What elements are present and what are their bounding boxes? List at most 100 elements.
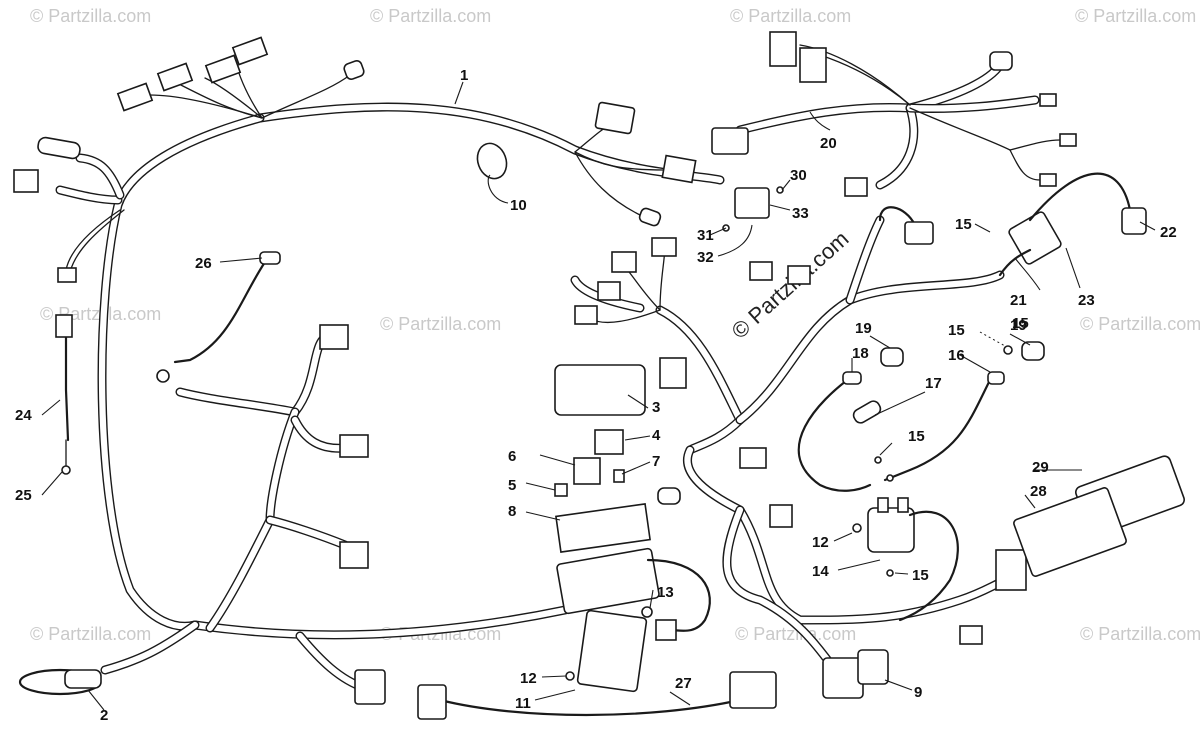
- watermark-center: © Partzilla.com: [727, 226, 854, 344]
- coil-21: [998, 172, 1147, 277]
- watermark-tile: © Partzilla.com: [730, 6, 851, 26]
- callout-13: 13: [657, 584, 674, 601]
- leader-lines: [41, 81, 1156, 711]
- connector-13: [655, 619, 677, 641]
- terminal-20-a: [1039, 93, 1057, 107]
- switch-body: [822, 657, 864, 699]
- callout-16: 16: [948, 347, 965, 364]
- connector-m7: [769, 504, 793, 528]
- callout-22: 22: [1160, 224, 1177, 241]
- callout-5: 5: [508, 477, 516, 494]
- nut-15: [1003, 345, 1013, 355]
- cable-26: [156, 251, 369, 569]
- callout-6: 6: [508, 448, 516, 465]
- callout-20: 20: [820, 135, 837, 152]
- cables-16-18: [797, 341, 1045, 492]
- connector-top-center: [594, 101, 636, 135]
- screw-12b: [565, 671, 575, 681]
- callout-24: 24: [15, 407, 32, 424]
- ring-terminal-26: [156, 369, 170, 383]
- connector-20-c: [711, 127, 749, 155]
- connector-24-plug: [55, 314, 73, 338]
- connector-m10: [787, 265, 811, 285]
- fuse-7: [613, 469, 625, 483]
- relay-body: [734, 187, 770, 219]
- solenoid-14: [852, 497, 959, 622]
- connector-m1: [611, 251, 637, 273]
- callout-8: 8: [508, 503, 516, 520]
- callout-15-c: 15: [908, 428, 925, 445]
- callout-4: 4: [652, 427, 661, 444]
- callout-11: 11: [515, 695, 531, 712]
- relay-6: [573, 457, 601, 485]
- cap-m: [657, 487, 681, 505]
- callout-10: 10: [510, 197, 527, 214]
- callout-15-b: 15: [948, 322, 965, 339]
- boot-19-right: [1021, 341, 1045, 361]
- connector-27-right: [729, 671, 777, 709]
- callout-25: 25: [15, 487, 32, 504]
- connector-left: [13, 169, 39, 193]
- harness-20: [711, 31, 1077, 197]
- callout-33: 33: [792, 205, 809, 222]
- fuse-panel-8: [555, 503, 651, 553]
- cap-22: [1121, 207, 1147, 235]
- connector-24-top: [57, 267, 77, 283]
- connector-m5: [659, 357, 687, 389]
- fuse-5: [554, 483, 568, 497]
- watermark-tile: © Partzilla.com: [1080, 314, 1200, 334]
- solenoid-post-2: [897, 497, 909, 513]
- ecu-28-29: [1013, 455, 1185, 577]
- relay-4: [594, 429, 624, 455]
- ecu-28: [1013, 487, 1127, 577]
- terminal-20-c: [1039, 173, 1057, 187]
- connector-2: [64, 669, 102, 689]
- connector-c: [204, 54, 242, 84]
- callout-7: 7: [652, 453, 660, 470]
- connector-20-e: [989, 51, 1013, 71]
- connector-26-a: [319, 324, 349, 350]
- callout-15-a: 15: [955, 216, 972, 233]
- connector-20-b: [799, 47, 827, 83]
- connector-26-b: [339, 434, 369, 458]
- connector-31: [749, 261, 773, 281]
- callout-30: 30: [790, 167, 807, 184]
- terminal-26: [259, 251, 281, 265]
- connector-26-c: [339, 541, 369, 569]
- callout-14: 14: [812, 563, 829, 580]
- terminal-16: [987, 371, 1005, 385]
- callout-27: 27: [675, 675, 692, 692]
- callout-1: 1: [460, 67, 468, 84]
- cap-10: [638, 207, 662, 227]
- connector-20-a: [769, 31, 797, 67]
- connector-m4: [574, 305, 598, 325]
- callout-17: 17: [925, 375, 942, 392]
- clamp-10: [476, 142, 508, 180]
- solenoid-body: [867, 507, 915, 553]
- callout-12-bottom: 12: [520, 670, 537, 687]
- watermark-tile: © Partzilla.com: [380, 314, 501, 334]
- watermark-tile: © Partzilla.com: [1080, 624, 1200, 644]
- relay-30: [722, 186, 784, 232]
- nut-15b: [874, 456, 882, 464]
- connector-m9: [995, 549, 1027, 591]
- switch-9: [822, 649, 889, 699]
- coil-body: [1008, 211, 1062, 265]
- connector-coil: [904, 221, 934, 245]
- connector-m6: [739, 447, 767, 469]
- part-2: [18, 668, 386, 705]
- screw-12: [852, 523, 862, 533]
- connector-20-d: [844, 177, 868, 197]
- nut-33: [776, 186, 784, 194]
- fuse-cover-3: [554, 364, 646, 416]
- connector-27-left: [417, 684, 447, 720]
- solenoid-post: [877, 497, 889, 513]
- regulator-11: [565, 558, 711, 693]
- connector-m8: [959, 625, 983, 645]
- fuse-box: [554, 364, 660, 615]
- regulator-body: [576, 609, 648, 693]
- callout-32: 32: [697, 249, 714, 266]
- watermark-tile: © Partzilla.com: [735, 624, 856, 644]
- middle-harness: [570, 206, 1027, 675]
